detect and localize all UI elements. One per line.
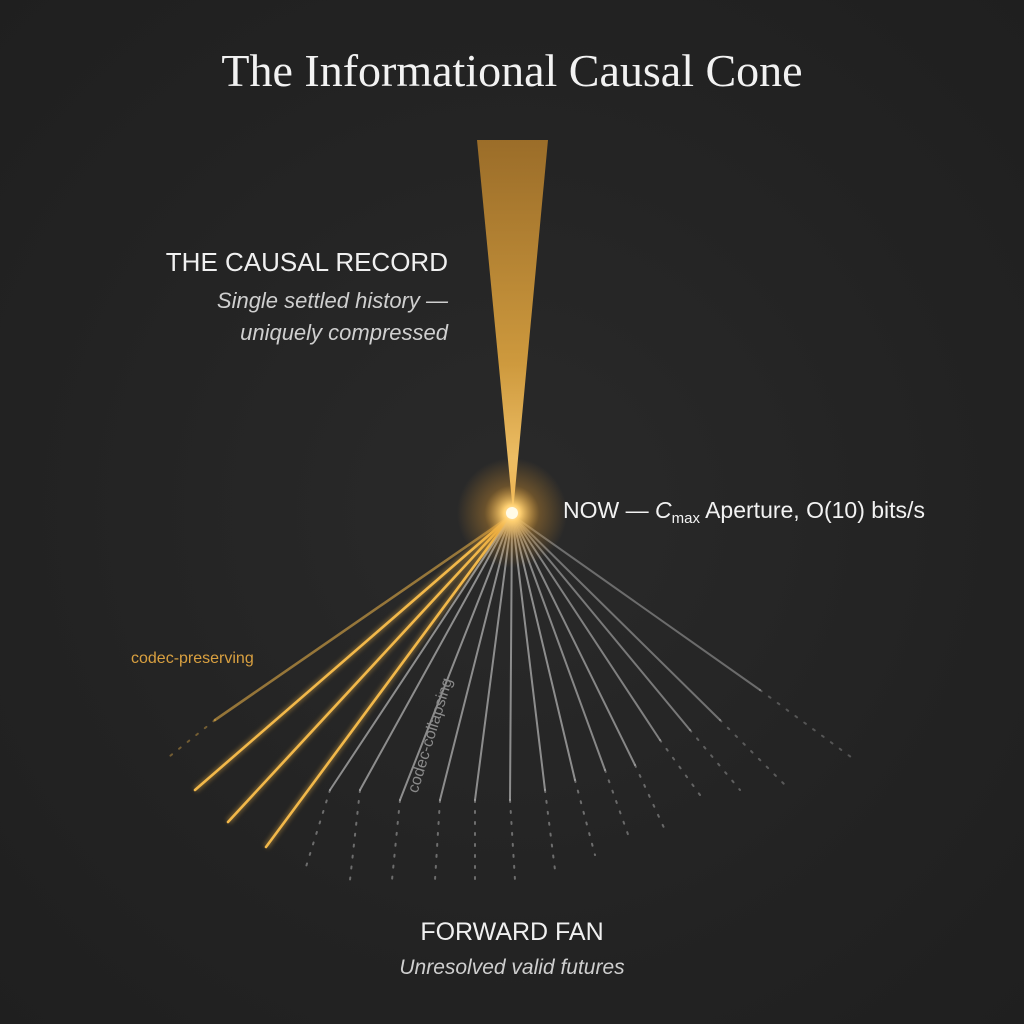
- codec-preserving-ray-3: [225, 512, 515, 825]
- ray-line: [264, 513, 514, 849]
- ray-dotted-tail: [634, 764, 666, 831]
- codec-collapsing-ray-17: [511, 514, 791, 791]
- ray-line: [213, 513, 514, 722]
- ray-dotted-tail: [434, 799, 441, 881]
- codec-collapsing-ray-11: [511, 514, 556, 871]
- ray-dotted-tail: [164, 719, 216, 761]
- ray-dotted-tail: [659, 739, 701, 796]
- ray-dotted-tail: [544, 789, 556, 871]
- now-symbol: C: [655, 497, 672, 523]
- ray-line: [226, 513, 514, 824]
- codec-collapsing-ray-5: [304, 514, 513, 871]
- codec-collapsing-ray-9: [474, 514, 513, 881]
- forward-fan-heading: FORWARD FAN: [420, 918, 604, 946]
- ray-dotted-tail: [391, 799, 401, 881]
- causal-record-heading: THE CAUSAL RECORD: [165, 247, 448, 277]
- codec-collapsing-ray-10: [509, 514, 516, 881]
- codec-preserving-label: codec-preserving: [131, 650, 254, 667]
- codec-preserving-ray-1: [164, 513, 514, 761]
- codec-preserving-ray-4: [263, 513, 515, 849]
- now-prefix: NOW —: [563, 497, 655, 523]
- now-label: NOW — Cmax Aperture, O(10) bits/s: [563, 497, 925, 527]
- ray-dotted-tail: [759, 689, 856, 761]
- forward-fan-subtitle: Unresolved valid futures: [399, 956, 625, 979]
- now-point: [506, 507, 518, 519]
- ray-line: [193, 513, 514, 792]
- ray-dotted-tail: [574, 779, 596, 856]
- ray-dotted-tail: [349, 789, 361, 881]
- ray-dotted-tail: [719, 719, 791, 791]
- ray-dotted-tail: [689, 729, 741, 791]
- ray-dotted-tail: [604, 769, 631, 841]
- now-suffix: Aperture, O(10) bits/s: [699, 497, 925, 523]
- ray-line: [329, 514, 513, 791]
- ray-dotted-tail: [509, 799, 516, 881]
- codec-preserving-ray-2: [193, 512, 514, 793]
- causal-record-line2: uniquely compressed: [240, 320, 448, 345]
- causal-record-line1: Single settled history —: [216, 288, 448, 313]
- now-subscript: max: [671, 510, 700, 527]
- past-cone: [477, 140, 548, 512]
- page-title: The Informational Causal Cone: [221, 45, 803, 96]
- ray-dotted-tail: [304, 789, 331, 871]
